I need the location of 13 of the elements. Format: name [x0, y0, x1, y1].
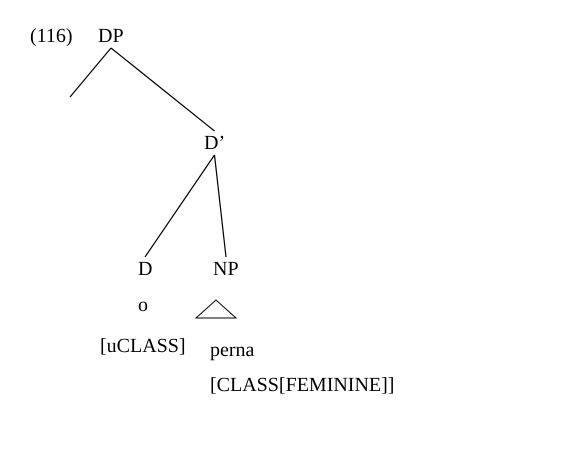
label-number: (116) — [30, 24, 73, 48]
tree-node-label: DP — [98, 24, 124, 48]
branch-line — [214, 154, 227, 258]
feature-label: [uCLASS] — [100, 334, 186, 358]
tree-node-label: NP — [213, 257, 239, 281]
branch-line — [70, 48, 112, 98]
tree-node-label: D — [138, 257, 152, 281]
phonological-form: perna — [210, 338, 254, 362]
branch-line — [144, 154, 215, 258]
feature-label: [CLASS[FEMININE]] — [210, 373, 394, 397]
phonological-form: o — [138, 293, 148, 317]
branch-line — [110, 48, 215, 132]
tree-node-label: D’ — [204, 131, 226, 155]
